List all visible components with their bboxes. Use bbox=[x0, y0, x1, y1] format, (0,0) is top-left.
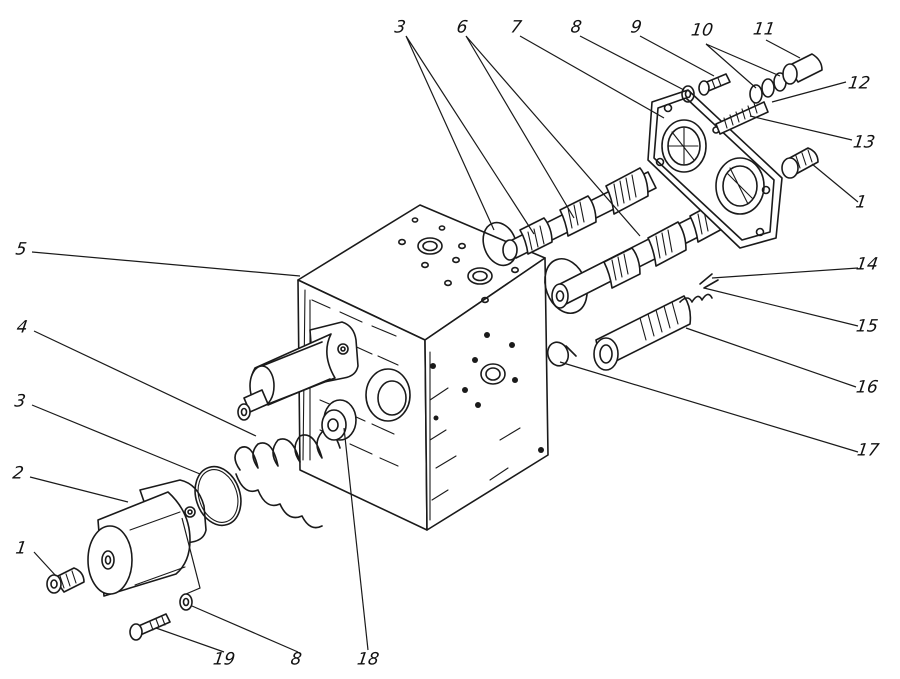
part-7-cover-plate bbox=[647, 89, 783, 249]
part-2-housing bbox=[87, 479, 207, 597]
part-12-13-rod bbox=[715, 101, 769, 135]
mounted-cylinder bbox=[237, 321, 359, 421]
upper-spool bbox=[502, 167, 657, 261]
part-18-plunger bbox=[321, 399, 357, 441]
part-14-pin bbox=[699, 273, 719, 289]
part-16-valve bbox=[593, 295, 692, 371]
callout-8-bottom: 8 bbox=[289, 649, 303, 670]
part-19-bolt bbox=[129, 613, 171, 641]
callout-7: 7 bbox=[509, 17, 523, 38]
callout-13: 13 bbox=[851, 132, 877, 153]
part-8-washer-bottom bbox=[179, 593, 193, 611]
part-15-spring bbox=[679, 293, 713, 303]
callout-16: 16 bbox=[854, 377, 880, 398]
callout-14: 14 bbox=[854, 254, 880, 275]
leader-lines bbox=[29, 35, 859, 653]
part-1-fitting-right bbox=[781, 147, 819, 179]
callout-12: 12 bbox=[846, 73, 872, 94]
callout-19: 19 bbox=[211, 649, 237, 670]
callout-11: 11 bbox=[751, 19, 777, 40]
callout-17: 17 bbox=[855, 440, 881, 461]
part-3-o-ring-left bbox=[194, 465, 242, 527]
part-1-fitting-left bbox=[46, 567, 85, 594]
callout-8-top: 8 bbox=[569, 17, 583, 38]
callout-10: 10 bbox=[689, 20, 715, 41]
part-8-washer-top bbox=[681, 85, 695, 103]
callout-18: 18 bbox=[355, 649, 381, 670]
callout-15: 15 bbox=[854, 316, 880, 337]
part-4-spring bbox=[234, 430, 341, 529]
callout-6: 6 bbox=[455, 17, 469, 38]
part-9-bolt bbox=[698, 73, 731, 96]
part-17-ring bbox=[546, 341, 577, 367]
part-10-rings bbox=[749, 72, 787, 104]
part-11-plug bbox=[782, 53, 823, 85]
